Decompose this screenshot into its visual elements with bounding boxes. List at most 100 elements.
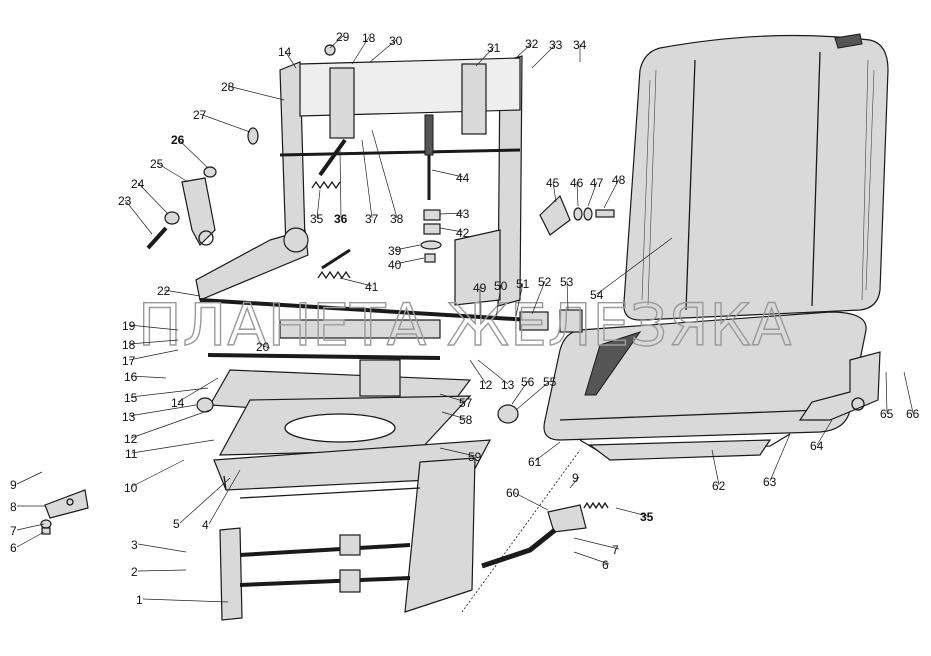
leader-line (351, 36, 370, 65)
leader-line (531, 280, 546, 315)
leader-line (515, 282, 524, 317)
callout-label: 40 (388, 258, 402, 272)
leader-line (177, 377, 219, 403)
callout-label: 50 (494, 279, 508, 293)
callout-label: 34 (573, 38, 587, 52)
callout-label: 8 (10, 500, 17, 514)
leader-line (439, 447, 476, 457)
leader-line (394, 244, 421, 251)
callout-label: 9 (10, 478, 17, 492)
leader-line (130, 387, 209, 398)
callout-label: 15 (124, 391, 138, 405)
leader-line (329, 35, 344, 49)
knob-assembly (539, 194, 615, 236)
leader-line (903, 371, 914, 414)
leader-line (262, 345, 271, 349)
callout-label: 7 (612, 543, 619, 557)
leader-line (177, 138, 209, 169)
leader-line (534, 441, 561, 462)
callout-label: 9 (572, 471, 579, 485)
leader-line (816, 419, 833, 446)
leader-line (137, 543, 187, 553)
upper-frame (195, 55, 523, 307)
lower-box (219, 457, 476, 621)
callout-label: 65 (880, 407, 894, 421)
callout-label: 61 (528, 455, 542, 469)
leader-line (469, 359, 487, 385)
callout-label: 13 (501, 378, 515, 392)
callout-label: 35 (310, 212, 324, 226)
leader-line (371, 129, 398, 219)
leader-line (128, 349, 179, 361)
callout-label: 35 (640, 510, 654, 524)
callout-label: 24 (131, 177, 145, 191)
leader-line (128, 324, 179, 331)
callout-label: 23 (118, 194, 132, 208)
leader-line (16, 531, 45, 548)
leader-line (156, 162, 189, 183)
seat-cushion (543, 311, 867, 461)
leader-line (199, 113, 251, 133)
leader-line (179, 477, 231, 524)
callout-label: 3 (131, 538, 138, 552)
callout-label: 31 (487, 41, 501, 55)
leader-line (316, 189, 321, 219)
leader-line (511, 380, 529, 405)
mount-bracket (40, 489, 89, 535)
callout-label: 17 (122, 354, 136, 368)
leader-line (208, 469, 241, 525)
backrest-cushion (623, 33, 889, 321)
leader-line (596, 237, 673, 295)
callout-label: 47 (590, 176, 604, 190)
callout-label: 49 (473, 281, 487, 295)
leader-line (439, 212, 464, 215)
watermark: ПЛАНЕТА ЖЕЛЕЗЯКА (138, 291, 792, 359)
callout-label: 66 (906, 407, 920, 421)
leader-line (130, 409, 211, 439)
leader-line (477, 359, 509, 385)
leader-line (711, 449, 720, 486)
callout-label: 22 (157, 284, 171, 298)
callout-label: 20 (256, 340, 270, 354)
callout-label: 4 (202, 518, 209, 532)
callout-label: 64 (810, 439, 824, 453)
callout-label: 12 (479, 378, 493, 392)
callout-label: 14 (278, 45, 292, 59)
callout-label: 57 (459, 396, 473, 410)
leader-line (587, 181, 598, 207)
callout-label: 6 (602, 558, 609, 572)
leader-line (769, 433, 791, 482)
leader-line (142, 598, 229, 603)
leader-line (573, 551, 610, 565)
leader-line (131, 439, 215, 454)
callout-label: 28 (221, 80, 235, 94)
lever-assembly (146, 44, 336, 250)
callout-label: 1 (136, 593, 143, 607)
leader-line (885, 371, 888, 414)
callout-label: 11 (125, 447, 138, 461)
callout-label: 62 (712, 479, 726, 493)
leader-line (569, 476, 580, 489)
leader-line (137, 182, 169, 215)
leader-line (339, 277, 373, 287)
leader-line (515, 42, 533, 59)
leader-line (615, 507, 648, 517)
callout-label: 45 (546, 176, 560, 190)
leader-line (163, 289, 201, 297)
callout-label: 42 (456, 226, 470, 240)
callout-label: 51 (516, 277, 530, 291)
leader-line (441, 411, 467, 420)
leader-line (394, 257, 425, 265)
callout-label: 5 (173, 517, 180, 531)
leader-line (439, 393, 467, 403)
callout-label: 55 (543, 375, 557, 389)
leader-line (16, 523, 45, 531)
callout-label: 53 (560, 275, 574, 289)
springs (311, 180, 609, 510)
leader-line (515, 380, 551, 411)
leader-line (576, 181, 579, 207)
leader-line (475, 46, 495, 67)
leader-line (603, 178, 620, 209)
callout-label: 63 (763, 475, 777, 489)
